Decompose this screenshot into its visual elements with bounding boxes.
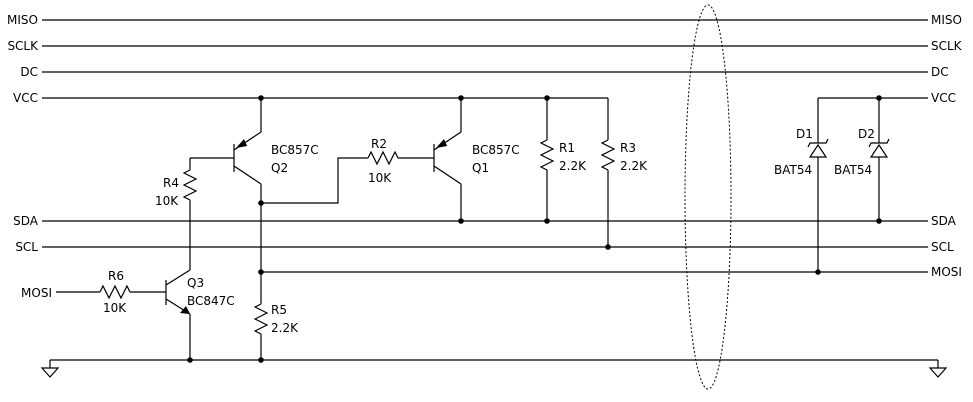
r6-ref: R6 — [108, 269, 124, 283]
r5-value: 2.2K — [271, 321, 299, 335]
r4-resistor — [182, 157, 234, 209]
r2-value: 10K — [368, 171, 392, 185]
q1-transistor — [433, 98, 462, 221]
net-label-miso-left: MISO — [7, 13, 38, 27]
junction-dot — [258, 200, 264, 206]
d2-ref: D2 — [858, 127, 875, 141]
r5-ref: R5 — [271, 303, 287, 317]
d2-diode — [868, 98, 890, 221]
r6-resistor — [56, 284, 166, 300]
d1-diode — [807, 98, 829, 272]
junction-dot — [544, 95, 550, 101]
r6-value: 10K — [103, 301, 127, 315]
net-label-sclk-left: SCLK — [7, 39, 39, 53]
r3-resistor — [600, 98, 616, 247]
net-label-vcc-left: VCC — [13, 91, 38, 105]
q2-ref: Q2 — [271, 161, 288, 175]
q1-ref: Q1 — [472, 161, 489, 175]
junction-dot — [258, 269, 264, 275]
r2-ref: R2 — [371, 137, 387, 151]
r1-resistor — [539, 98, 555, 221]
junction-dot — [258, 95, 264, 101]
junction-dot — [544, 218, 550, 224]
q2-transistor — [233, 98, 262, 304]
q2-part: BC857C — [271, 143, 319, 157]
net-label-scl-right: SCL — [931, 240, 954, 254]
r3-value: 2.2K — [620, 159, 648, 173]
ground-symbol-left — [40, 360, 60, 378]
junction-dot — [876, 218, 882, 224]
net-label-miso-right: MISO — [931, 13, 962, 27]
q3-ref: Q3 — [187, 276, 204, 290]
junction-dot — [187, 357, 193, 363]
net-label-sclk-right: SCLK — [931, 39, 963, 53]
r1-ref: R1 — [559, 141, 575, 155]
junction-dot — [458, 95, 464, 101]
q3-part: BC847C — [187, 294, 235, 308]
net-label-mosi-right: MOSI — [931, 265, 962, 279]
junction-dot — [605, 244, 611, 250]
junction-dot — [876, 95, 882, 101]
r4-ref: R4 — [163, 176, 179, 190]
junction-dot — [458, 218, 464, 224]
d1-part: BAT54 — [774, 163, 812, 177]
ground-symbol-right — [928, 360, 948, 378]
d2-part: BAT54 — [834, 163, 872, 177]
r2-resistor — [261, 150, 434, 204]
net-label-mosi-left: MOSI — [21, 286, 52, 300]
net-label-vcc-right: VCC — [931, 91, 956, 105]
d1-ref: D1 — [796, 127, 813, 141]
r4-value: 10K — [155, 194, 179, 208]
net-label-sda-left: SDA — [13, 214, 39, 228]
q1-part: BC857C — [472, 143, 520, 157]
dotted-boundary-ellipse — [684, 4, 732, 390]
q3-transistor — [165, 209, 191, 360]
r5-resistor — [253, 303, 269, 360]
net-label-scl-left: SCL — [15, 240, 38, 254]
net-label-dc-right: DC — [931, 65, 949, 79]
r1-value: 2.2K — [559, 159, 587, 173]
r3-ref: R3 — [620, 141, 636, 155]
net-label-dc-left: DC — [20, 65, 38, 79]
net-label-sda-right: SDA — [931, 214, 957, 228]
junction-dot — [258, 357, 264, 363]
junction-dot — [815, 269, 821, 275]
